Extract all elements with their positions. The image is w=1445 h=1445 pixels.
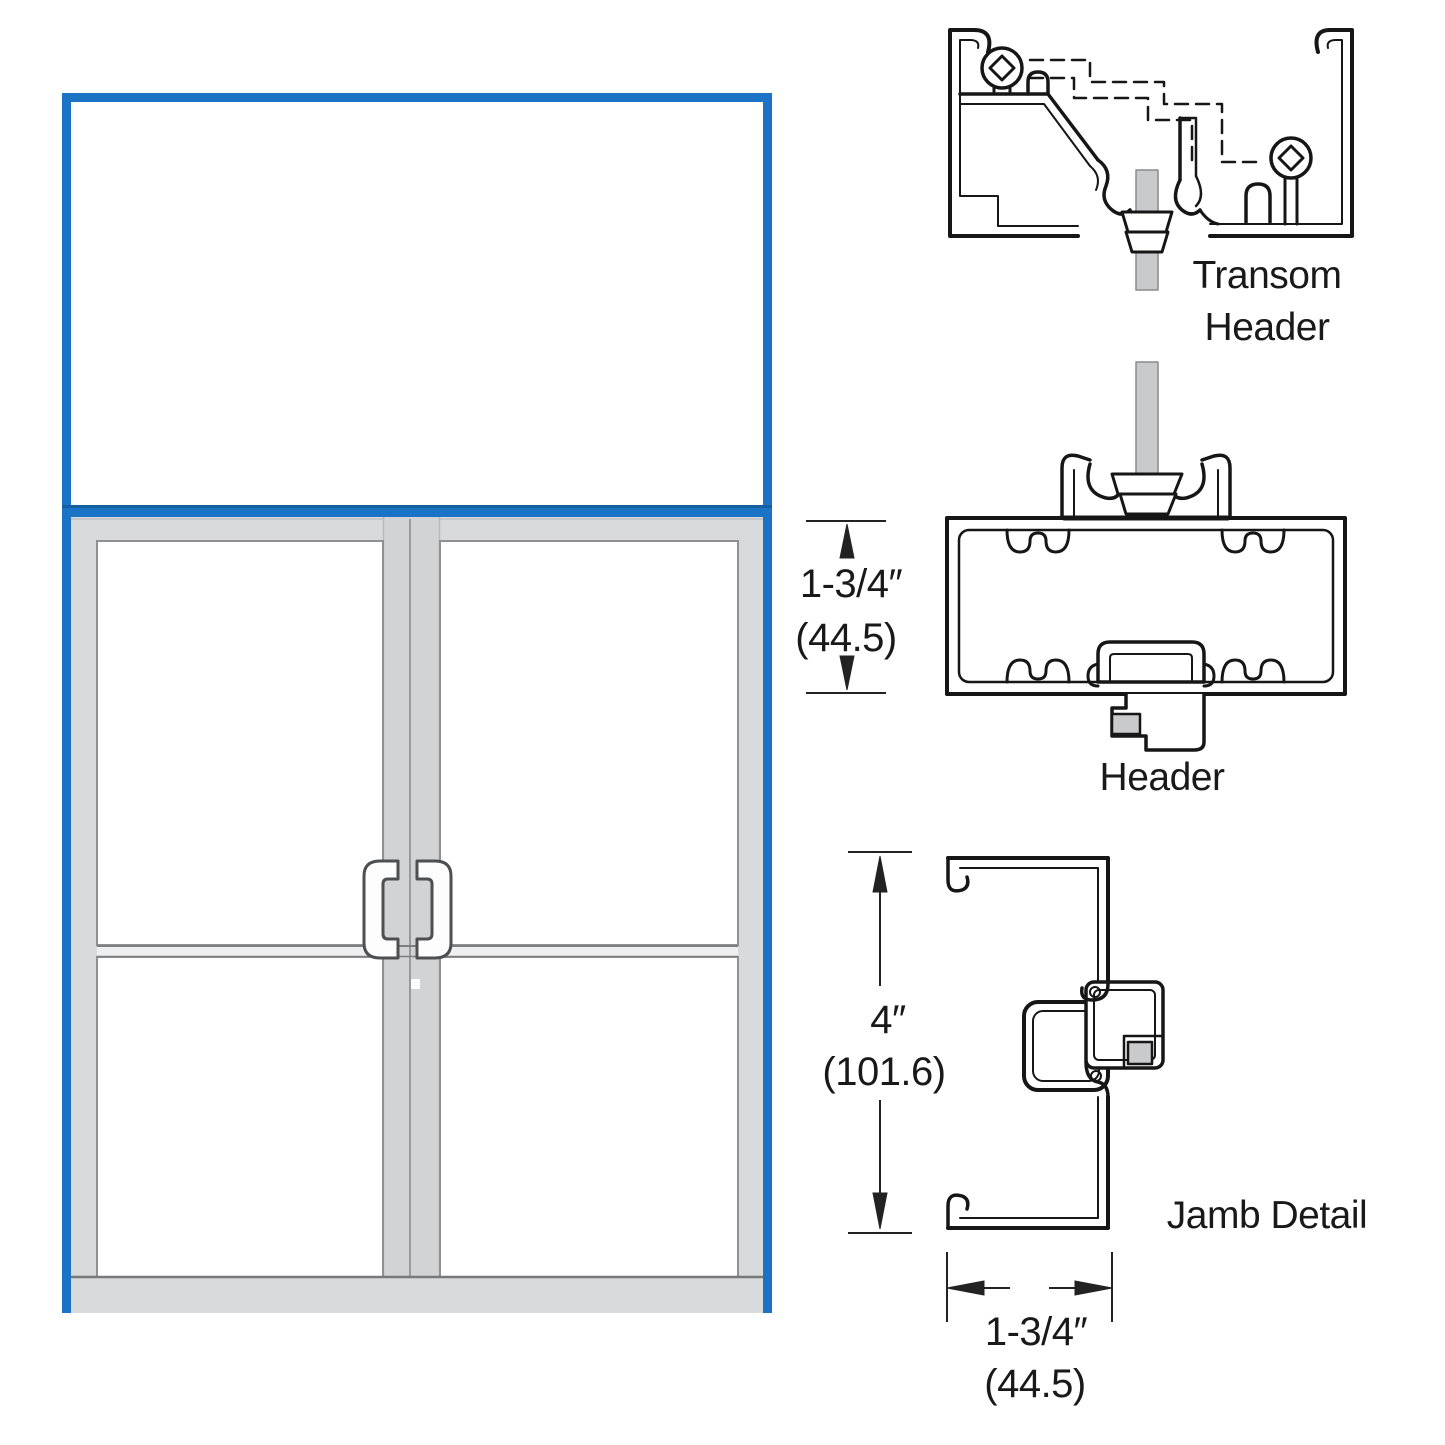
- gasket-curl: [1086, 662, 1100, 688]
- header-height-imperial: 1-3/4″: [799, 562, 903, 606]
- fastener-circle-left: [980, 46, 1024, 90]
- jamb-depth-metric: (101.6): [822, 1050, 946, 1094]
- fastener-diamond-left: [988, 54, 1016, 82]
- fastener-diamond-right: [1277, 144, 1305, 172]
- jamb-depth-imperial: 4″: [870, 998, 906, 1042]
- profile-line: [1122, 1034, 1165, 1070]
- lock-cylinder-dot: [411, 979, 420, 989]
- jamb-detail: [946, 856, 1165, 1230]
- right-door-upper-glass: [439, 540, 739, 946]
- jamb-inner: [959, 867, 1099, 985]
- transom-header-label-line2: Header: [1204, 306, 1330, 350]
- jamb-inner: [959, 1096, 1099, 1219]
- left-door-handle: [362, 859, 400, 960]
- transom-header-label: Transom Header: [1193, 250, 1342, 355]
- dashed-reference-lines: [1028, 58, 1262, 164]
- transom-header-detail: [948, 28, 1354, 291]
- profile-line: [992, 86, 1012, 96]
- jamb-face-width-imperial: 1-3/4″: [984, 1310, 1088, 1354]
- dim-jamb-depth: [848, 851, 912, 1234]
- profile-line: [959, 103, 1091, 167]
- jamb-detail-label: Jamb Detail: [1166, 1194, 1368, 1237]
- dim-arrow-down: [839, 655, 855, 691]
- stile-peg: [1126, 1040, 1154, 1066]
- jamb-outer: [946, 856, 1110, 986]
- dim-arrow-right: [1074, 1280, 1113, 1296]
- pocket-wall: [1200, 453, 1232, 520]
- left-channel-outer: [948, 28, 1080, 238]
- profile-line: [1283, 175, 1299, 226]
- gasket-curl: [1096, 158, 1132, 216]
- profile-line: [1194, 174, 1203, 208]
- screw-spline-notches: [1005, 528, 1286, 684]
- left-door-lower-glass: [96, 956, 384, 1278]
- dim-arrow-down: [872, 1192, 888, 1230]
- profile-line: [1198, 208, 1220, 226]
- header-label: Header: [1099, 756, 1225, 799]
- frame-left-bar: [62, 93, 71, 1313]
- spline-notch: [1005, 528, 1071, 554]
- door-glass-panels: [96, 540, 739, 1278]
- glazing-wedge: [1120, 210, 1174, 234]
- door-elevation: [62, 93, 772, 1313]
- profile-line: [97, 946, 383, 957]
- dim-header-height: [806, 520, 886, 694]
- pocket-wall: [1060, 453, 1092, 520]
- spline-notch: [1220, 528, 1286, 554]
- dim-arrow-up: [872, 855, 888, 893]
- spline-notch: [1220, 658, 1286, 684]
- dim-jamb-face-width: [946, 1252, 1113, 1322]
- right-door-lower-glass: [439, 956, 739, 1278]
- frame-right-bar: [763, 93, 772, 1313]
- profile-line: [440, 946, 738, 957]
- left-channel-inner: [959, 39, 1079, 227]
- jamb-hook: [946, 1193, 970, 1230]
- left-door-upper-glass: [96, 540, 384, 946]
- glazing-wedge: [1124, 230, 1170, 254]
- profile-line: [1109, 653, 1193, 683]
- door-stop-cap: [1096, 640, 1206, 684]
- interlock-bottom: [1084, 1060, 1110, 1099]
- glazing-wedge: [1118, 492, 1178, 516]
- interlock-bulb: [1090, 1070, 1102, 1082]
- gasket-loop: [1244, 182, 1272, 224]
- profile-line: [1089, 165, 1099, 191]
- interlock-bulb: [1089, 986, 1101, 998]
- dim-arrow-left: [946, 1280, 985, 1296]
- stop-peg: [1110, 712, 1142, 736]
- dimension-graphics: [806, 520, 1113, 1322]
- dashed-line: [1028, 76, 1194, 164]
- gasket-curl: [1173, 178, 1202, 216]
- transom-glass: [71, 102, 763, 505]
- door-handles: [362, 859, 453, 960]
- right-door-handle: [415, 859, 453, 960]
- gasket-loop: [1026, 70, 1050, 96]
- dashed-line: [1028, 58, 1262, 164]
- fastener-circle-right: [1269, 136, 1313, 180]
- dim-arrow-up: [839, 523, 855, 559]
- transom-header-label-line1: Transom: [1192, 254, 1342, 297]
- header-height-metric: (44.5): [795, 616, 897, 660]
- profile-line: [1178, 116, 1198, 178]
- frame-top-bar: [62, 93, 772, 102]
- spline-notch: [1005, 658, 1071, 684]
- header-detail: [945, 361, 1347, 752]
- profile-line: [62, 505, 772, 508]
- right-channel-outer: [1208, 28, 1354, 238]
- glass-bar: [1135, 361, 1159, 476]
- gasket-curl: [1202, 662, 1216, 688]
- blue-frame: [62, 93, 772, 1313]
- right-channel-inner: [1209, 39, 1343, 225]
- glazing-wedge: [1110, 472, 1184, 496]
- interlock-top: [1079, 982, 1110, 1002]
- jamb-outer: [946, 1095, 1110, 1230]
- jamb-hook: [946, 856, 970, 893]
- jamb-face-width-metric: (44.5): [984, 1362, 1086, 1406]
